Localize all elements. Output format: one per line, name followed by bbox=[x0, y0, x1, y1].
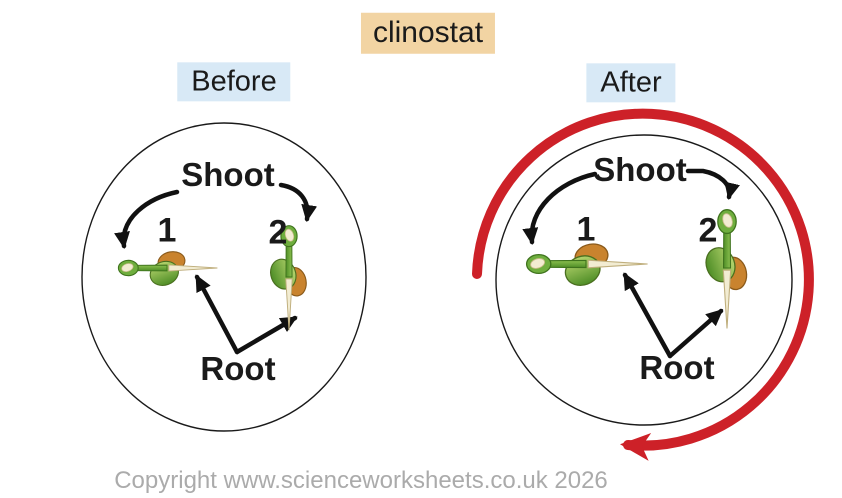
before-shoot-arrow-1 bbox=[114, 189, 180, 249]
diagram-title: clinostat bbox=[360, 12, 496, 54]
before-shoot-arrow-2 bbox=[278, 182, 318, 222]
after-seedling-2-number: 2 bbox=[698, 211, 718, 250]
after-root-label: Root bbox=[639, 349, 715, 387]
before-root-label: Root bbox=[200, 350, 276, 388]
before-root-arrow-1 bbox=[194, 274, 240, 355]
after-root-arrow-1 bbox=[622, 272, 673, 359]
after-seedling-1-number: 1 bbox=[576, 210, 596, 249]
after-dish-circle bbox=[495, 134, 793, 426]
after-shoot-label: Shoot bbox=[593, 151, 687, 189]
before-heading: Before bbox=[177, 62, 291, 102]
rotation-arrow-icon bbox=[472, 108, 814, 461]
before-seedling-2-number: 2 bbox=[268, 213, 288, 252]
before-dish-circle bbox=[81, 122, 367, 432]
before-root-arrow-2 bbox=[234, 315, 298, 355]
after-shoot-arrow-2 bbox=[685, 168, 740, 200]
after-heading: After bbox=[586, 63, 676, 103]
after-shoot-arrow-1 bbox=[522, 171, 598, 245]
before-seedling-1-number: 1 bbox=[157, 211, 177, 250]
after-root-arrow-2 bbox=[667, 308, 724, 359]
before-shoot-label: Shoot bbox=[181, 156, 275, 194]
copyright-text: Copyright www.scienceworksheets.co.uk 20… bbox=[114, 467, 608, 495]
